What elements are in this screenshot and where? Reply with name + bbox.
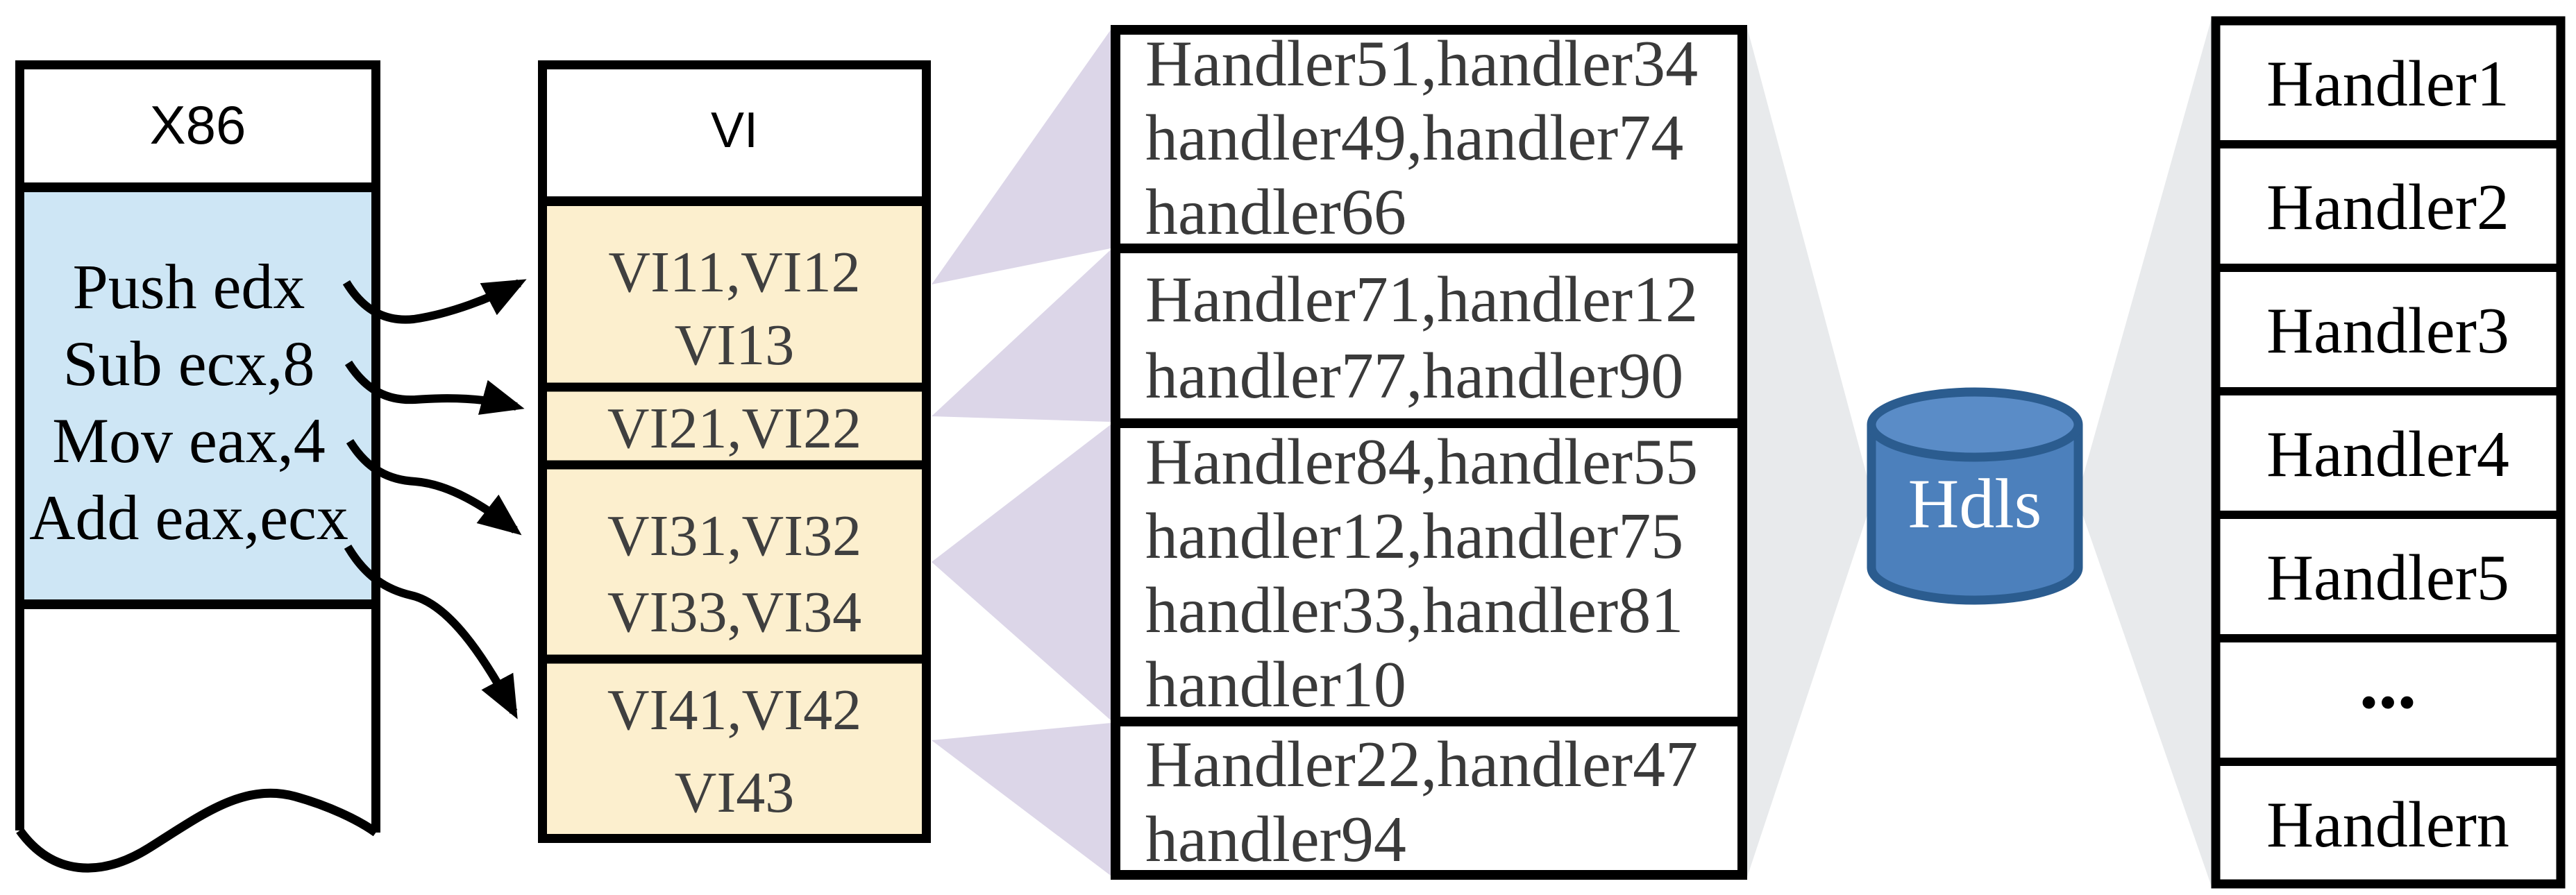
- vi-cell-line: VI11,VI12: [608, 240, 860, 305]
- x86-box-title: X86: [150, 94, 246, 155]
- vi-cell-line: VI41,VI42: [607, 678, 861, 742]
- handler-list-item: Handlern: [2266, 789, 2509, 861]
- handler-list-border: [2211, 16, 2566, 889]
- handler-table-line: Handler22,handler47: [1145, 728, 1698, 801]
- vi-cell-line: VI43: [675, 760, 795, 825]
- handler-list-item: Handler5: [2266, 542, 2509, 614]
- vi-box: VI VI11,VI12 VI13 VI21,VI22 VI31,VI32 VI…: [538, 60, 931, 843]
- fan-triangle-3: [932, 425, 1111, 720]
- vi-box-border: [538, 60, 931, 843]
- handler-table-line: handler49,handler74: [1145, 102, 1683, 174]
- vi-cell-line: VI21,VI22: [607, 396, 861, 461]
- arrow-push-edx-to-vi1: [342, 279, 527, 324]
- vi-to-handler-fan: [932, 30, 1111, 876]
- vi-cell-line: VI31,VI32: [607, 504, 861, 568]
- handler-table-line: handler10: [1145, 649, 1406, 721]
- arrow-mov-eax-to-vi3: [346, 438, 522, 536]
- x86-instruction: Add eax,ecx: [29, 482, 348, 553]
- x86-instruction-area: [24, 192, 371, 599]
- handler-list: Handler1 Handler2 Handler3 Handler4 Hand…: [2211, 16, 2566, 889]
- db-fan: [1747, 18, 2212, 887]
- vi-box-title: VI: [711, 103, 758, 158]
- handler-table-line: handler94: [1145, 803, 1406, 876]
- arrow-sub-ecx-to-vi2: [344, 360, 525, 415]
- handler-table-line: handler33,handler81: [1145, 574, 1683, 647]
- database-label: Hdls: [1908, 465, 2042, 543]
- handler-list-item: Handler1: [2266, 48, 2509, 120]
- handler-list-ellipsis: ...: [2359, 640, 2417, 724]
- handler-table: Handler51,handler34 handler49,handler74 …: [1111, 25, 1747, 880]
- fan-triangle-4: [932, 723, 1111, 876]
- x86-box: X86 Push edx Sub ecx,8 Mov eax,4 Add eax…: [15, 60, 380, 873]
- handler-list-item: Handler3: [2266, 295, 2509, 367]
- vi-cell-line: VI13: [675, 313, 795, 377]
- handler-table-border: [1111, 25, 1747, 880]
- fan-triangle-2: [932, 250, 1111, 422]
- handler-table-line: handler77,handler90: [1145, 340, 1683, 412]
- x86-to-vi-arrows: [342, 279, 527, 719]
- x86-instruction: Sub ecx,8: [63, 328, 315, 399]
- database-icon: Hdls: [1867, 387, 2083, 605]
- vi-cells-area: [547, 206, 926, 834]
- x86-instruction: Push edx: [73, 251, 305, 322]
- fan-triangle-1: [932, 30, 1111, 284]
- handler-table-line: Handler84,handler55: [1145, 426, 1698, 498]
- x86-instruction: Mov eax,4: [52, 405, 325, 476]
- handler-list-item: Handler4: [2266, 418, 2509, 491]
- handler-table-line: Handler71,handler12: [1145, 264, 1698, 336]
- database-cylinder-body: [1867, 425, 2083, 605]
- fan-triangle-from-db: [2077, 18, 2212, 887]
- vi-cell-line: VI33,VI34: [607, 580, 861, 645]
- handler-table-line: Handler51,handler34: [1145, 28, 1698, 100]
- handler-table-line: handler12,handler75: [1145, 500, 1683, 572]
- handler-table-line: handler66: [1145, 176, 1406, 248]
- database-cylinder-top: [1867, 387, 2083, 462]
- arrow-add-eax-to-vi4: [344, 544, 518, 719]
- handler-list-item: Handler2: [2266, 171, 2509, 244]
- fan-triangle-to-db: [1747, 28, 1873, 877]
- x86-box-torn-bottom-edge: [16, 788, 379, 873]
